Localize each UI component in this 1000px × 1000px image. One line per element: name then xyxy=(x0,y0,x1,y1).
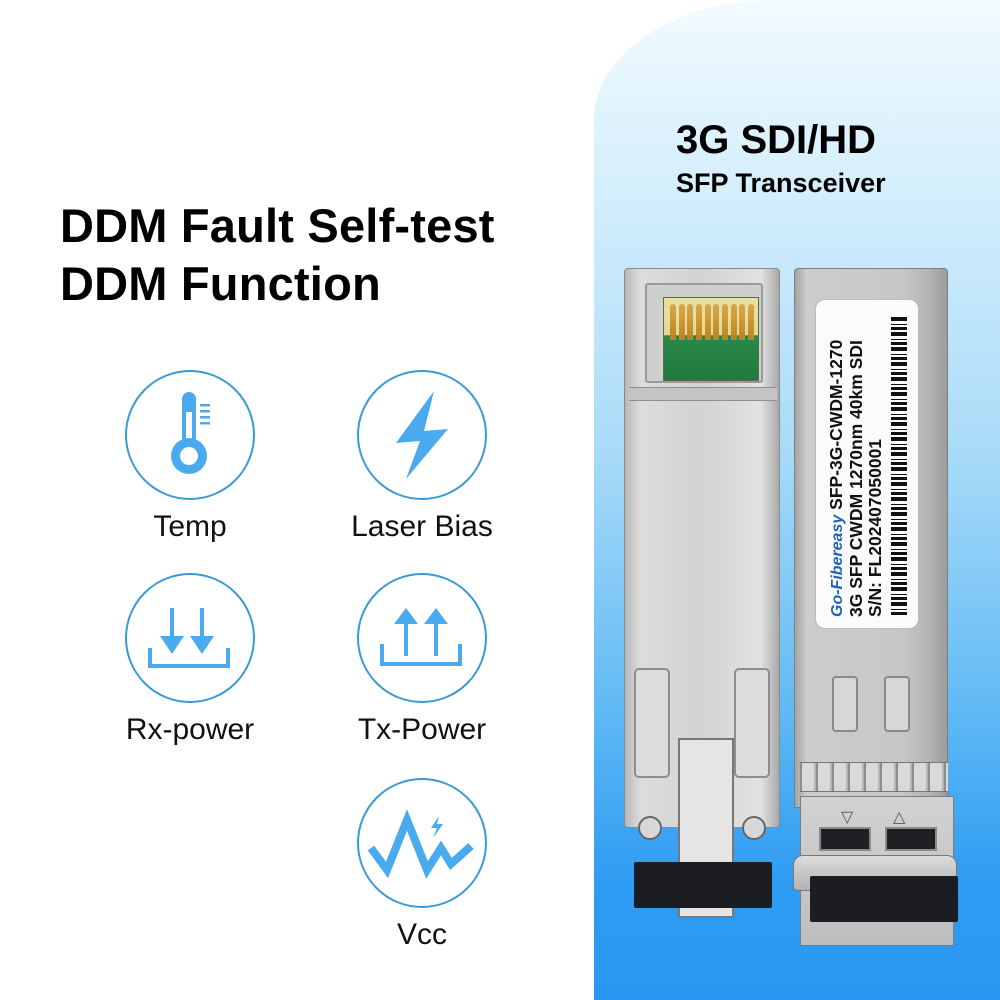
feature-label: Rx-power xyxy=(125,713,255,746)
label-serial: S/N: FL202407050001 xyxy=(865,438,885,617)
feature-laser-bias: Laser Bias xyxy=(332,370,512,544)
sfp-module-back-view xyxy=(624,268,780,918)
module-latch-assembly xyxy=(634,668,770,918)
latch-slot xyxy=(832,676,858,732)
product-subtitle: SFP Transceiver xyxy=(676,168,886,198)
screw-icon xyxy=(742,816,766,840)
feature-label: Tx-Power xyxy=(357,713,487,746)
transmit-arrows-up-icon xyxy=(380,608,462,666)
tx-arrow-icon: ▽ xyxy=(841,809,854,826)
gold-contact-pins xyxy=(670,304,754,340)
latch-right xyxy=(734,668,770,778)
module-front-face: ▽ △ xyxy=(793,796,957,946)
receive-arrows-down-icon xyxy=(148,608,230,668)
product-title: 3G SDI/HD xyxy=(676,118,877,162)
feature-ring xyxy=(357,573,487,703)
latch-left xyxy=(634,668,670,778)
module-rim xyxy=(629,387,777,401)
feature-label: Laser Bias xyxy=(351,510,493,543)
barcode xyxy=(891,315,907,615)
pcb-edge-connector xyxy=(663,297,759,381)
headline: DDM Fault Self-test DDM Function xyxy=(60,197,495,313)
dust-plug xyxy=(634,862,772,908)
thermometer-icon xyxy=(171,392,210,474)
lightning-bolt-icon xyxy=(396,391,448,479)
label-line-model: Go-Fibereasy SFP-3G-CWDM-1270 xyxy=(826,300,847,617)
dust-plug xyxy=(810,876,958,922)
feature-rx-power: Rx-power xyxy=(110,573,270,747)
rx-arrow-icon: △ xyxy=(893,809,906,826)
module-housing xyxy=(624,268,780,828)
lc-port-rx xyxy=(885,827,937,851)
voltage-wave-icon xyxy=(367,809,474,878)
label-spec: 3G SFP CWDM 1270nm 40km SDI xyxy=(846,340,866,617)
sfp-module-label-view: Go-Fibereasy SFP-3G-CWDM-1270 3G SFP CWD… xyxy=(793,262,958,946)
module-connector-window xyxy=(645,283,763,383)
module-housing: Go-Fibereasy SFP-3G-CWDM-1270 3G SFP CWD… xyxy=(794,268,948,808)
feature-ring xyxy=(357,370,487,500)
feature-tx-power: Tx-Power xyxy=(332,573,512,747)
feature-ring xyxy=(357,778,487,908)
feature-label: Temp xyxy=(153,510,227,543)
feature-temp: Temp xyxy=(110,370,270,544)
latch-slot xyxy=(884,676,910,732)
grip-ridges xyxy=(800,762,948,792)
screw-icon xyxy=(638,816,662,840)
headline-line-2: DDM Function xyxy=(60,257,381,310)
brand-logo: Go-Fibereasy xyxy=(829,514,846,617)
feature-ring xyxy=(125,573,255,703)
label-model: SFP-3G-CWDM-1270 xyxy=(826,339,846,510)
feature-ring xyxy=(125,370,255,500)
feature-label: Vcc xyxy=(396,918,447,951)
headline-line-1: DDM Fault Self-test xyxy=(60,199,495,252)
lc-port-tx xyxy=(819,827,871,851)
feature-vcc: Vcc xyxy=(332,778,512,952)
product-label: Go-Fibereasy SFP-3G-CWDM-1270 3G SFP CWD… xyxy=(815,299,919,629)
